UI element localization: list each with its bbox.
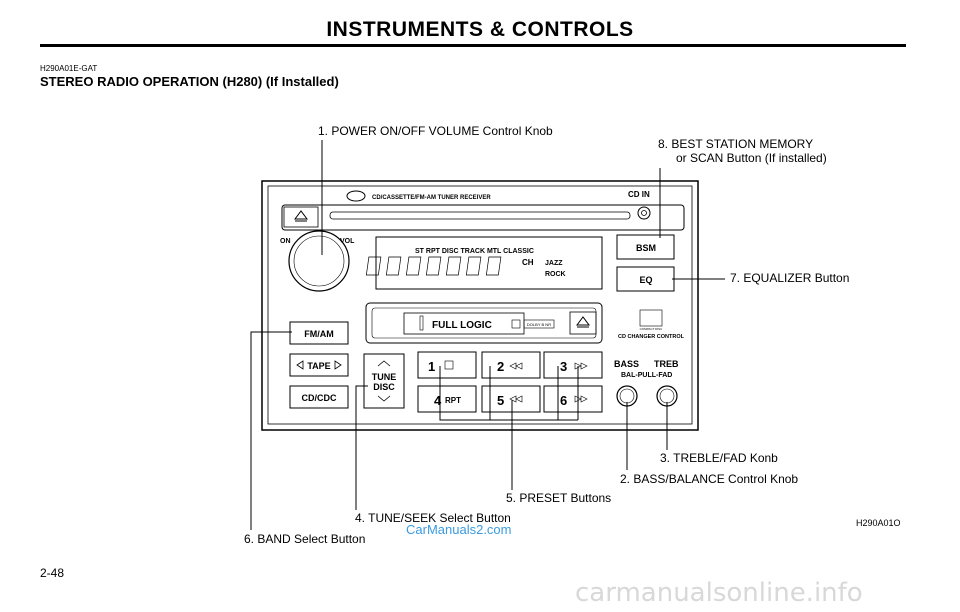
section-heading: STEREO RADIO OPERATION (H280) (If Instal… (40, 74, 339, 89)
rewind-arrow-icon (296, 360, 304, 370)
brand-logo-icon (346, 190, 366, 202)
preset-2-label: 2 (497, 359, 504, 374)
compact-disc-label: COMPACT DISC (640, 327, 664, 331)
tune-label: TUNE (372, 372, 397, 382)
display-indicators: ST RPT DISC TRACK MTL CLASSIC (415, 248, 534, 255)
callout-bsm-line2: or SCAN Button (If installed) (676, 151, 827, 165)
page-title: INSTRUMENTS & CONTROLS (326, 18, 634, 41)
preset-buttons: 1 2 3 4 RPT 5 6 (417, 351, 603, 413)
cd-changer-label: CD CHANGER CONTROL (618, 334, 685, 340)
rewind-icon (509, 395, 523, 403)
on-label: ON (280, 238, 291, 245)
leader-lines (250, 140, 725, 530)
callout-bass: 2. BASS/BALANCE Control Knob (620, 472, 799, 486)
display-ch: CH (522, 258, 534, 267)
callout-preset: 5. PRESET Buttons (506, 491, 612, 505)
treb-label: TREB (654, 359, 679, 369)
bal-fad-label: BAL-PULL-FAD (621, 372, 672, 379)
radio-chassis (261, 180, 699, 431)
fm-am-button-label: FM/AM (304, 329, 334, 339)
watermark-link[interactable]: CarManuals2.com (406, 522, 512, 537)
eject-icon (294, 210, 308, 222)
tape-button[interactable] (289, 353, 349, 377)
preset-5-label: 5 (497, 393, 504, 408)
bass-label: BASS (614, 359, 639, 369)
tune-down-icon (377, 395, 391, 402)
preset-6-label: 6 (560, 393, 567, 408)
cd-cdc-button-label: CD/CDC (302, 393, 337, 403)
tune-up-icon (377, 360, 391, 367)
preset-4-label: 4 (434, 393, 442, 408)
preset-button-2[interactable] (481, 351, 541, 379)
disc-label: DISC (373, 382, 395, 392)
tune-disc-button[interactable] (363, 353, 405, 409)
preset-button-1[interactable] (417, 351, 477, 379)
fm-am-button[interactable] (289, 321, 349, 345)
preset-button-5[interactable] (481, 385, 541, 413)
display-panel (375, 236, 603, 290)
disc-slot-panel (281, 204, 685, 231)
callout-band: 6. BAND Select Button (244, 532, 366, 546)
disc-slot (329, 211, 631, 220)
cassette-deck (365, 302, 603, 344)
cd-in-label: CD IN (628, 190, 650, 199)
forward-arrow-icon (334, 360, 342, 370)
rpt-label: RPT (445, 396, 461, 405)
preset-button-3[interactable] (543, 351, 603, 379)
dolby-label: DOLBY B NR (527, 322, 551, 327)
tape-eject-icon (576, 316, 590, 328)
bsm-button-label: BSM (636, 243, 656, 253)
eject-button[interactable] (283, 206, 319, 228)
callout-treble: 3. TREBLE/FAD Konb (660, 451, 778, 465)
callout-tune-seek: 4. TUNE/SEEK Select Button (355, 511, 511, 525)
eq-button-label: EQ (639, 275, 652, 285)
title-rule (40, 44, 906, 47)
segment-digits (365, 256, 502, 276)
preset-button-6[interactable] (543, 385, 603, 413)
display-jazz: JAZZ (545, 260, 563, 267)
page-number: 2-48 (40, 566, 65, 580)
watermark: carmanualsonline.info (575, 578, 863, 608)
volume-knob[interactable] (288, 230, 350, 292)
display-rock: ROCK (545, 271, 566, 278)
doc-code: H290A01E-GAT (40, 64, 98, 73)
callout-equalizer: 7. EQUALIZER Button (730, 271, 850, 285)
preset-3-label: 3 (560, 359, 567, 374)
figure-code: H290A01O (856, 518, 901, 528)
full-logic-label: FULL LOGIC (432, 320, 492, 331)
cd-in-indicator (637, 206, 651, 220)
tape-eject-button[interactable] (569, 311, 597, 335)
tape-button-label: TAPE (307, 361, 330, 371)
bsm-button[interactable] (616, 234, 675, 260)
preset-1-label: 1 (428, 359, 435, 374)
compact-disc-logo-icon (639, 309, 663, 327)
vol-label: VOL (340, 238, 355, 245)
model-label: CD/CASSETTE/FM-AM TUNER RECEIVER (372, 195, 491, 201)
callout-power-volume: 1. POWER ON/OFF VOLUME Control Knob (318, 124, 553, 138)
cd-cdc-button[interactable] (289, 385, 349, 409)
callout-bsm-line1: 8. BEST STATION MEMORY (658, 137, 814, 151)
preset-button-4[interactable] (417, 385, 477, 413)
seek-back-icon (509, 362, 523, 370)
